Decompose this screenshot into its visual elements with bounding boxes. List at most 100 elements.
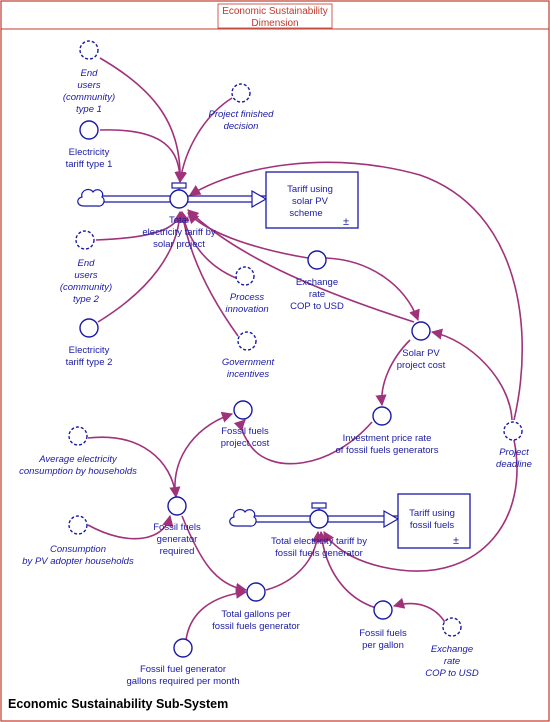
avg-consumption-node	[68, 426, 88, 446]
total-tariff-solar-l3: solar project	[153, 239, 205, 250]
solar-pv-cost-l2: project cost	[397, 360, 446, 371]
tariff-type-2-node	[79, 318, 99, 338]
shadow-nodes	[68, 40, 523, 637]
investment-price-node	[372, 406, 392, 426]
tariff-fossil-stock	[397, 493, 471, 549]
tariff-fossil-stock-l1: Tariff using	[409, 508, 455, 519]
link-project-finished-to-tariff-solar	[175, 97, 233, 184]
project-deadline-node	[503, 421, 523, 441]
tariff-solar-stock-l3: scheme	[289, 208, 322, 219]
process-innovation-node	[235, 266, 255, 286]
tariff-type-1-l2: tariff type 1	[66, 159, 113, 170]
fossil-valve-icon	[311, 502, 327, 509]
gallons-month-l1: Fossil fuel generator	[140, 664, 226, 675]
header-line-1: Economic Sustainability	[222, 6, 328, 17]
exchange-rate-1-l1: Exchange	[296, 277, 338, 288]
end-users-2-l2: users	[74, 270, 97, 281]
total-tariff-solar-l2: electricity tariff by	[142, 227, 215, 238]
link-avg-consumption-to-generator	[87, 436, 181, 499]
fossil-flow-arrow	[383, 509, 400, 529]
end-users-2-l1: End	[78, 258, 96, 269]
end-users-1-l4: type 1	[76, 104, 102, 115]
diagram-title: Economic Sustainability Sub-System	[8, 697, 228, 711]
consumption-pv-l1: Consumption	[50, 544, 106, 555]
node-labels: End users (community) type 1 Electricity…	[19, 68, 532, 687]
process-innovation-l1: Process	[230, 292, 265, 303]
end-users-2-node	[75, 230, 95, 250]
fossil-flow	[229, 502, 400, 529]
total-tariff-solar-l1: Total	[169, 215, 189, 226]
link-deadline-to-solar-cost	[430, 328, 513, 421]
total-tariff-fossil-l1: Total electricity tariff by	[271, 536, 367, 547]
tariff-solar-stock	[265, 171, 359, 229]
fossil-per-gallon-l1: Fossil fuels	[359, 628, 407, 639]
project-deadline-l1: Project	[499, 447, 529, 458]
tariff-type-2-l2: tariff type 2	[66, 357, 113, 368]
solar-pv-cost-l1: Solar PV	[402, 348, 440, 359]
consumption-pv-l2: by PV adopter households	[22, 556, 134, 567]
header-box	[217, 3, 333, 29]
exchange-rate-1-l2: rate	[309, 289, 325, 300]
fossil-per-gallon-node	[373, 600, 393, 620]
link-tariff-type-2-to-tariff-solar	[97, 210, 186, 323]
end-users-2-l4: type 2	[73, 294, 100, 305]
government-incentives-l1: Government	[222, 357, 275, 368]
fossil-per-gallon-l2: per gallon	[362, 640, 404, 651]
link-government-incentives-to-tariff-solar	[178, 210, 239, 337]
project-finished-l2: decision	[224, 121, 259, 132]
link-investment-to-fossil-cost	[233, 419, 373, 465]
end-users-1-node	[79, 40, 99, 60]
exchange-rate-2-node	[442, 617, 462, 637]
tariff-solar-stock-l1: Tariff using	[287, 184, 333, 195]
project-deadline-l2: deadline	[496, 459, 532, 470]
fossil-project-cost-l1: Fossil fuels	[221, 426, 269, 437]
link-per-gallon-to-tariff-fossil	[316, 530, 377, 609]
tariff-type-1-node	[79, 120, 99, 140]
total-gallons-node	[246, 582, 266, 602]
fossil-project-cost-l2: project cost	[221, 438, 270, 449]
link-tariff-type-1-to-tariff-solar	[99, 129, 186, 184]
project-finished-node	[231, 83, 251, 103]
link-deadline-to-tariff-solar	[189, 161, 523, 421]
total-tariff-solar-valve	[169, 189, 189, 209]
consumption-pv-node	[68, 515, 88, 535]
gallons-month-node	[173, 638, 193, 658]
end-users-2-l3: (community)	[60, 282, 112, 293]
fossil-generator-l2: generator	[157, 534, 198, 545]
exchange-rate-1-l3: COP to USD	[290, 301, 344, 312]
total-gallons-l2: fossil fuels generator	[212, 621, 300, 632]
link-generator-to-fossil-cost	[174, 411, 234, 498]
solar-flow	[77, 182, 268, 209]
link-solar-cost-to-tariff-solar	[187, 209, 415, 323]
solar-source-cloud-icon	[77, 188, 105, 207]
avg-consumption-l1: Average electricity	[38, 454, 118, 465]
link-gallons-month-to-gallons	[185, 587, 248, 641]
project-finished-l1: Project finished	[209, 109, 275, 120]
tariff-fossil-stock-l2: fossil fuels	[410, 520, 455, 531]
fossil-generator-node	[167, 496, 187, 516]
tariff-type-2-l1: Electricity	[69, 345, 110, 356]
process-innovation-l2: innovation	[225, 304, 268, 315]
solar-pv-cost-node	[411, 321, 431, 341]
link-end-users-1-to-tariff-solar	[99, 57, 186, 184]
link-exchange-rate-2-to-per-gallon	[392, 597, 447, 625]
fossil-generator-l1: Fossil fuels	[153, 522, 201, 533]
fossil-source-cloud-icon	[229, 508, 257, 527]
solar-valve-icon	[171, 182, 187, 189]
link-deadline-to-tariff-fossil	[323, 439, 518, 572]
total-gallons-l1: Total gallons per	[221, 609, 290, 620]
government-incentives-node	[237, 331, 257, 351]
tariff-type-1-l1: Electricity	[69, 147, 110, 158]
end-users-1-l3: (community)	[63, 92, 115, 103]
header-line-2: Dimension	[251, 18, 298, 29]
investment-price-l2: of fossil fuels generators	[336, 445, 439, 456]
fossil-project-cost-node	[233, 400, 253, 420]
link-solar-cost-to-investment	[375, 339, 411, 407]
exchange-rate-2-l3: COP to USD	[425, 668, 479, 679]
avg-consumption-l2: consumption by households	[19, 466, 137, 477]
total-tariff-fossil-l2: fossil fuels generator	[275, 548, 363, 559]
exchange-rate-2-l1: Exchange	[431, 644, 473, 655]
gallons-month-l2: gallons required per month	[126, 676, 239, 687]
end-users-1-l1: End	[81, 68, 99, 79]
